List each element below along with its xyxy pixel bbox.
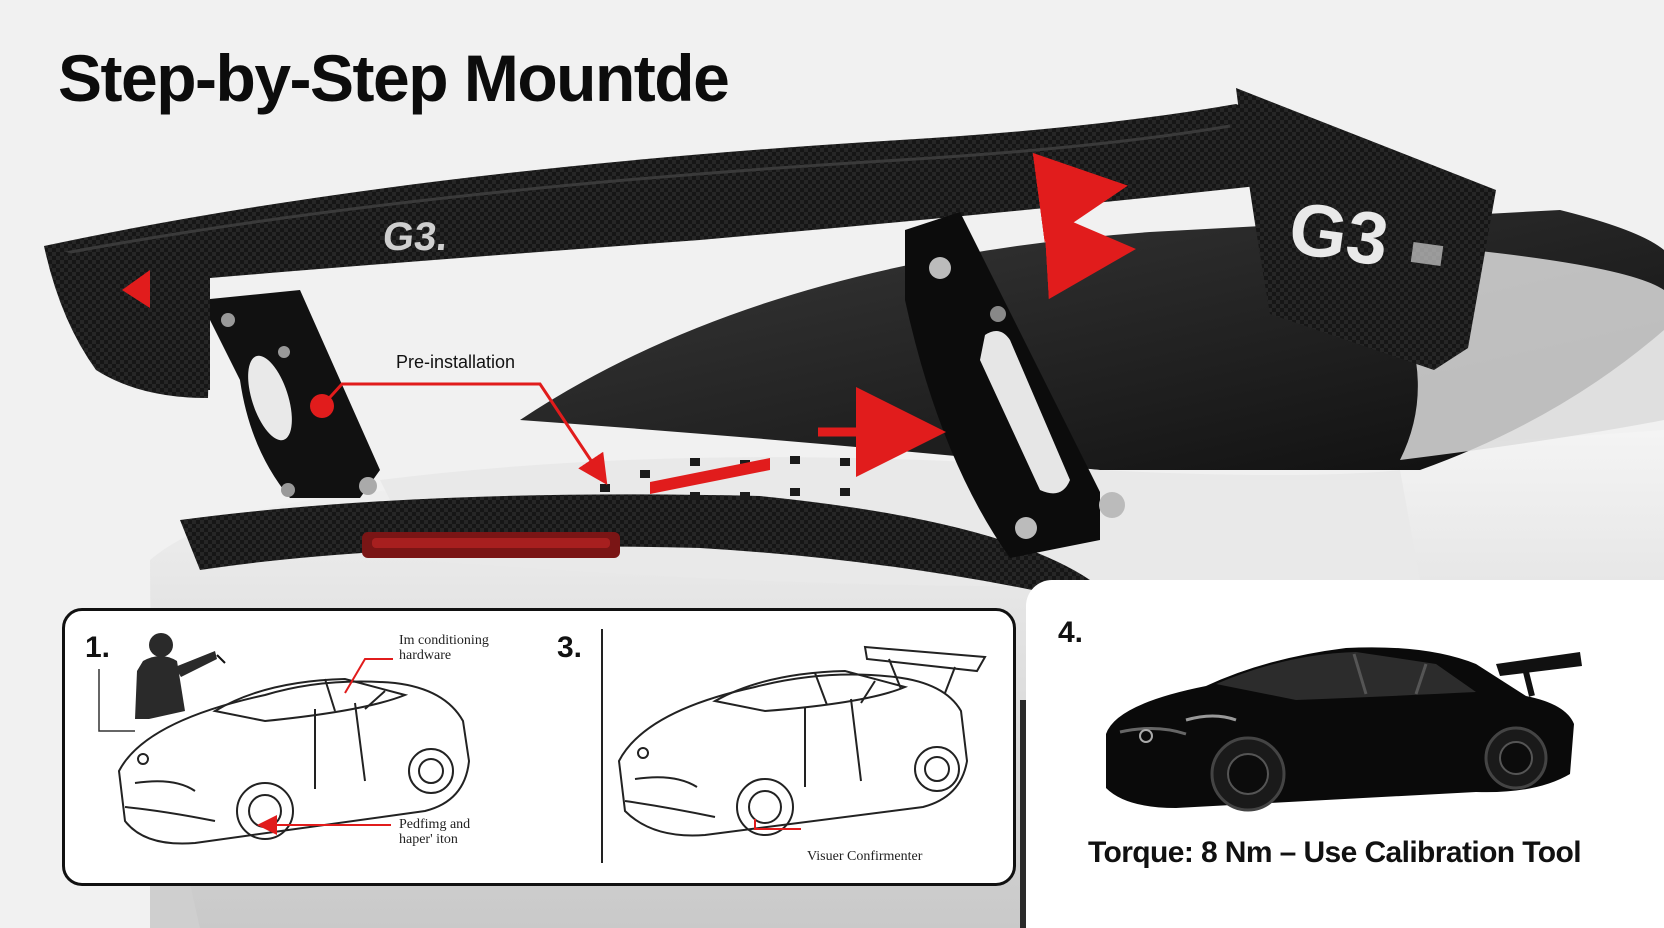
pre-installation-callout bbox=[310, 382, 608, 485]
sedan-outline bbox=[117, 677, 471, 845]
direction-arrows bbox=[818, 152, 1136, 477]
step-1-illustration bbox=[98, 633, 471, 845]
panel-divider bbox=[601, 629, 603, 863]
step-4-number: 4. bbox=[1058, 616, 1084, 649]
steps-panel: 1. 3. Im conditioning hardware Pedfi bbox=[62, 608, 1016, 886]
technician-figure bbox=[135, 633, 217, 719]
step-1-label-bottom: Pedfimg and haper' iton bbox=[399, 817, 471, 847]
trunk-lip-carbon bbox=[180, 494, 1090, 600]
step-3-label: Visuer Confirmenter bbox=[807, 849, 923, 864]
spoiler-upright-left bbox=[200, 290, 380, 498]
torque-caption: Torque: 8 Nm – Use Calibration Tool bbox=[1088, 836, 1582, 869]
spoiler-endplate-left bbox=[44, 246, 210, 398]
page-title: Step-by-Step Mountde bbox=[58, 41, 730, 115]
step-4-card: 4. Torque: 8 Nm – Use Calibration Tool bbox=[1026, 580, 1664, 928]
install-guide-mark bbox=[650, 458, 770, 494]
finished-car-illustration bbox=[1106, 647, 1582, 812]
step-3-illustration bbox=[617, 645, 987, 837]
step-1-label-top: Im conditioning hardware bbox=[399, 633, 489, 663]
endplate-logo: G3 bbox=[1284, 186, 1393, 282]
pre-installation-label: Pre-installation bbox=[396, 352, 516, 372]
step-1-number: 1. bbox=[85, 631, 111, 664]
step-3-number: 3. bbox=[557, 631, 583, 664]
sedan-with-spoiler-outline bbox=[617, 645, 987, 837]
wing-logo: G3. bbox=[381, 215, 450, 259]
spoiler-endplate-right bbox=[1236, 88, 1496, 370]
